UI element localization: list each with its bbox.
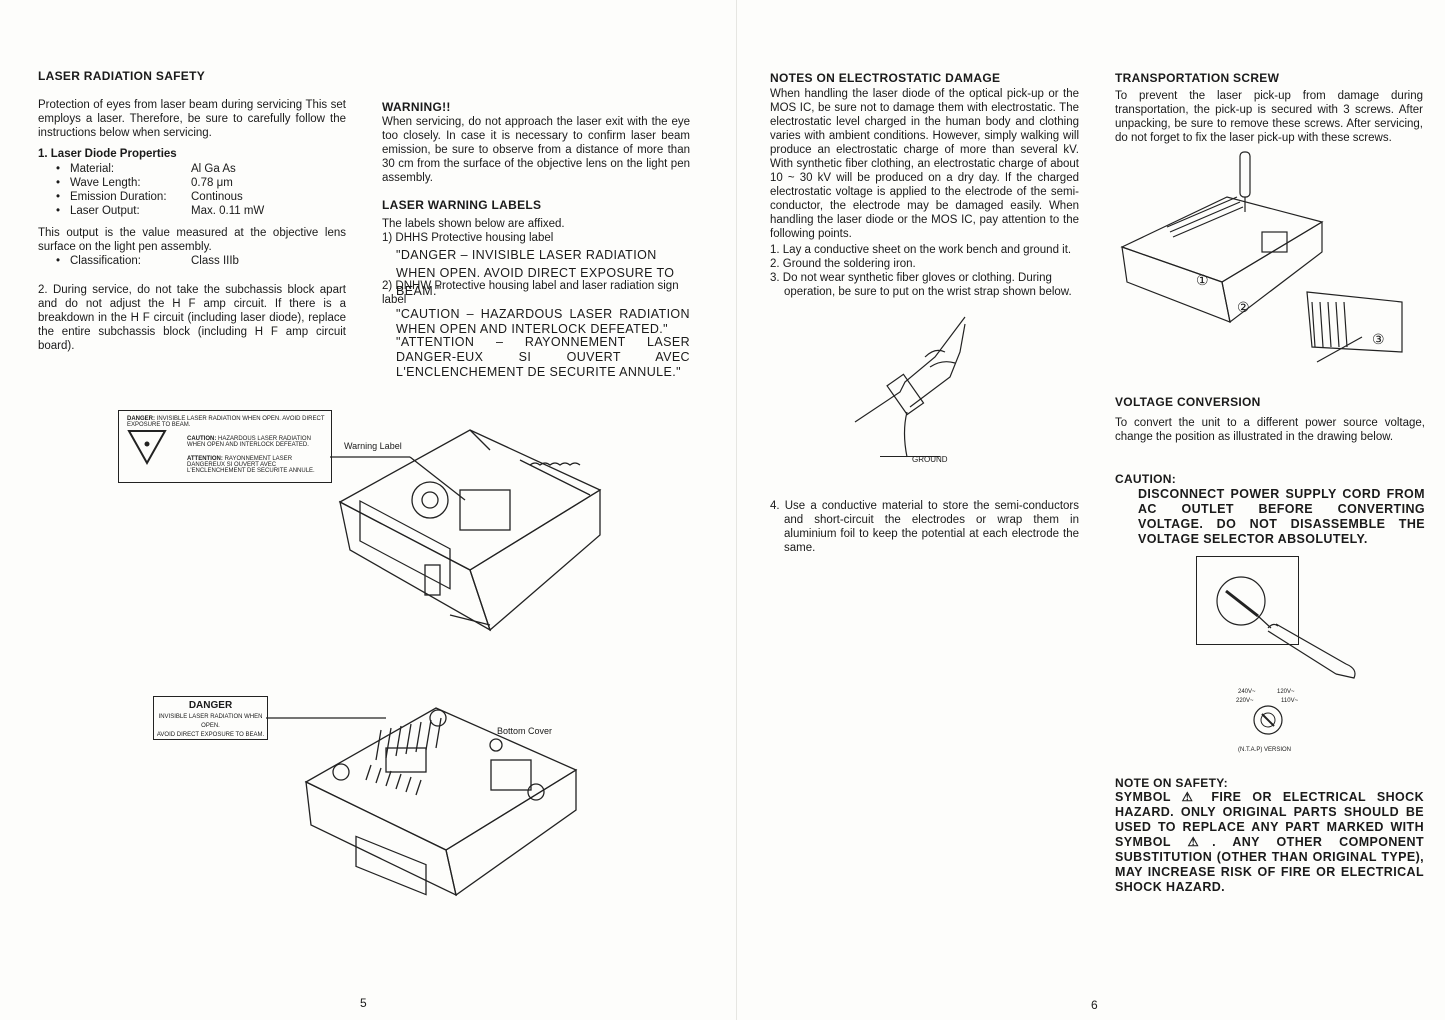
page-number-right: 6 bbox=[1091, 998, 1098, 1012]
transport-screw-illustration bbox=[1120, 151, 1403, 363]
list-item: 2. Ground the soldering iron. bbox=[770, 258, 916, 270]
laser-safety-intro: Protection of eyes from laser beam durin… bbox=[38, 99, 346, 139]
voltage-selector-box bbox=[1196, 556, 1299, 645]
list-item: 1. Lay a conductive sheet on the work be… bbox=[770, 244, 1072, 256]
page-fold bbox=[736, 0, 737, 1020]
voltage-selector-screwdriver-illustration bbox=[1216, 576, 1356, 679]
bottom-cover-callout: Bottom Cover bbox=[497, 726, 553, 736]
electrostatic-title: NOTES ON ELECTROSTATIC DAMAGE bbox=[770, 71, 1001, 85]
service-item-2: 2. During service, do not take the subch… bbox=[38, 284, 346, 352]
diode-properties-heading: 1. Laser Diode Properties bbox=[38, 148, 177, 160]
danger-label-sticker: DANGER INVISIBLE LASER RADIATION WHEN OP… bbox=[153, 696, 268, 740]
transport-text: To prevent the laser pick-up from damage… bbox=[1115, 90, 1423, 144]
warning-label-sticker: DANGER: INVISIBLE LASER RADIATION WHEN O… bbox=[118, 410, 332, 483]
list-item: Classification:Class IIIb bbox=[38, 254, 346, 268]
caution-title: CAUTION: bbox=[1115, 472, 1177, 486]
voltage-text: To convert the unit to a different power… bbox=[1115, 417, 1425, 443]
ground-line bbox=[880, 456, 940, 457]
label-item2-caution: "CAUTION – HAZARDOUS LASER RADIATION WHE… bbox=[396, 307, 690, 336]
screw-marker-1: ① bbox=[1196, 272, 1209, 288]
warning-text: When servicing, do not approach the lase… bbox=[382, 116, 690, 184]
page-number-left: 5 bbox=[360, 996, 367, 1010]
cd-unit-open-illustration bbox=[330, 429, 602, 632]
labels-title: LASER WARNING LABELS bbox=[382, 198, 542, 212]
electrostatic-point4: 4. Use a conductive material to store th… bbox=[770, 500, 1079, 554]
classification: Classification:Class IIIb bbox=[38, 254, 346, 268]
volt-110: 110V~ bbox=[1281, 698, 1299, 704]
list-item: 3. Do not wear synthetic fiber gloves or… bbox=[770, 272, 1072, 298]
ground-label: GROUND bbox=[912, 455, 948, 464]
electrostatic-text: When handling the laser diode of the opt… bbox=[770, 88, 1079, 240]
volt-240: 240V~ bbox=[1238, 689, 1256, 695]
transport-title: TRANSPORTATION SCREW bbox=[1115, 71, 1280, 85]
voltage-dial-icon bbox=[1253, 705, 1283, 735]
list-item: Wave Length:0.78 μm bbox=[38, 176, 346, 190]
label-item1-head: 1) DHHS Protective housing label bbox=[382, 232, 554, 244]
volt-220: 220V~ bbox=[1236, 698, 1254, 704]
caution-text: DISCONNECT POWER SUPPLY CORD FROM AC OUT… bbox=[1138, 487, 1425, 546]
safety-text: SYMBOL ⚠ FIRE OR ELECTRICAL SHOCK HAZARD… bbox=[1115, 790, 1424, 894]
cd-unit-bottom-illustration bbox=[266, 707, 578, 897]
label-item2-head: 2) DNHW Protective housing label and las… bbox=[382, 280, 679, 306]
laser-safety-title: LASER RADIATION SAFETY bbox=[38, 69, 206, 83]
list-item: Material:Al Ga As bbox=[38, 162, 346, 176]
wrist-strap-illustration bbox=[854, 316, 966, 458]
warning-triangle-icon bbox=[127, 430, 167, 466]
list-item: Laser Output:Max. 0.11 mW bbox=[38, 204, 346, 218]
warning-title: WARNING!! bbox=[382, 100, 451, 114]
volt-120: 120V~ bbox=[1277, 689, 1295, 695]
version-label: (N.T.A.P) VERSION bbox=[1238, 747, 1292, 753]
screw-marker-3: ③ bbox=[1372, 331, 1385, 347]
labels-intro: The labels shown below are affixed. bbox=[382, 218, 565, 230]
output-note: This output is the value measured at the… bbox=[38, 227, 346, 253]
voltage-title: VOLTAGE CONVERSION bbox=[1115, 395, 1261, 409]
screw-marker-2: ② bbox=[1237, 299, 1250, 315]
diode-properties-list: Material:Al Ga As Wave Length:0.78 μm Em… bbox=[38, 162, 346, 218]
warning-label-callout: Warning Label bbox=[344, 441, 402, 451]
safety-title: NOTE ON SAFETY: bbox=[1115, 776, 1228, 790]
list-item: Emission Duration:Continous bbox=[38, 190, 346, 204]
electrostatic-points: 1. Lay a conductive sheet on the work be… bbox=[770, 243, 1080, 299]
label-item2-attention: "ATTENTION – RAYONNEMENT LASER DANGER-EU… bbox=[396, 335, 690, 379]
label-item1-text: "DANGER – INVISIBLE LASER RADIATION WHEN… bbox=[396, 248, 675, 298]
